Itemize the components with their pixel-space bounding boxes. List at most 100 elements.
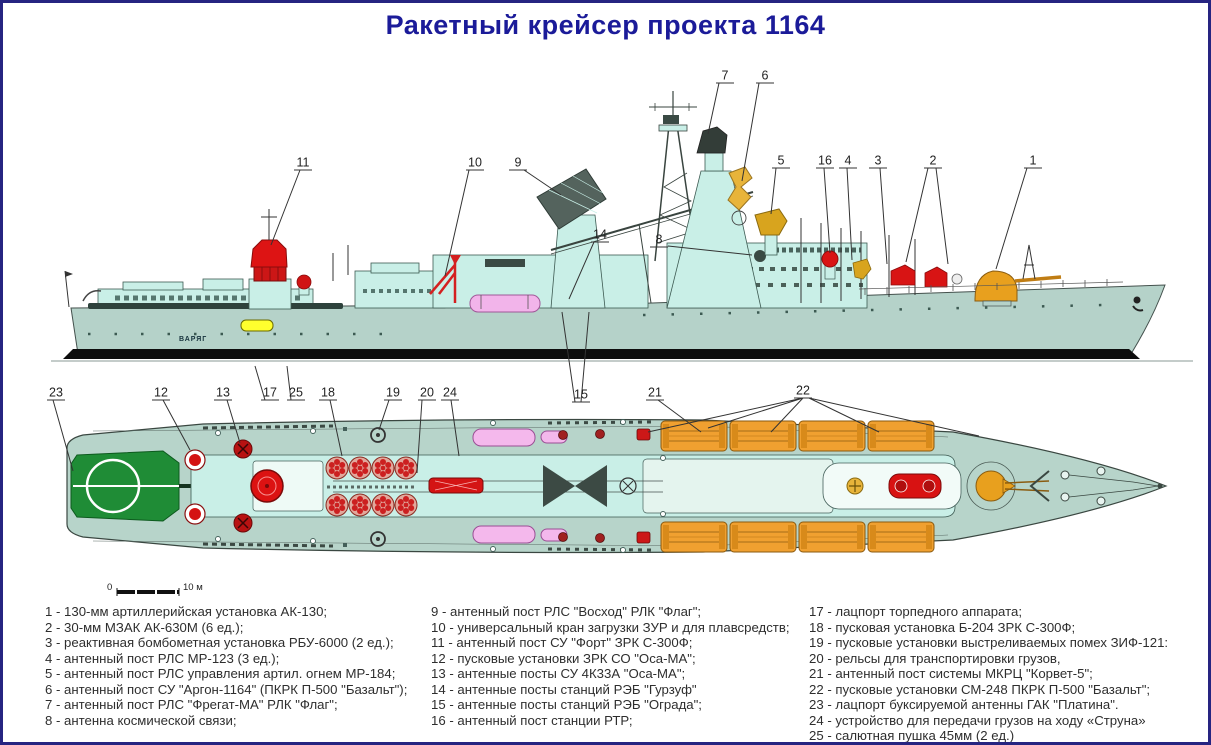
osa-launchers [184, 449, 206, 525]
legend-item: 18 - пусковая установка Б-204 ЗРК С-300Ф… [809, 619, 1076, 635]
callout-label-23: 23 [49, 385, 63, 400]
satcom-antenna [754, 250, 766, 262]
ak130-plan [966, 461, 1050, 511]
fort-dome-plan [250, 469, 284, 503]
page-title: Ракетный крейсер проекта 1164 [385, 10, 826, 40]
lifeboat-side [469, 294, 541, 313]
callout-label-6: 6 [761, 68, 769, 83]
legend-item: 21 - антенный пост системы МКРЦ "Корвет-… [809, 666, 1093, 681]
midship-superstructure [354, 254, 649, 309]
zif121-launchers [370, 427, 386, 547]
callout-label-3: 3 [874, 153, 882, 168]
callout-label-19: 19 [386, 385, 400, 400]
callout-label-9: 9 [514, 155, 522, 170]
funnel-intakes [543, 465, 637, 507]
callout-label-2: 2 [929, 153, 937, 168]
legend-item: 19 - пусковые установки выстреливаемых п… [809, 635, 1169, 650]
anchor [1132, 296, 1144, 312]
legend-item: 17 - лацпорт торпедного аппарата; [809, 604, 1022, 619]
hull-yellow-marking [240, 319, 274, 332]
scale-ten-label: 10 м [183, 582, 203, 593]
deck-fittings [215, 419, 666, 553]
legend-column-2: 9 - антенный пост РЛС "Восход" РЛК "Флаг… [431, 604, 790, 728]
leader-lines [47, 82, 1042, 474]
boot-stripe [63, 349, 1140, 359]
ship-name: ВАРЯГ [179, 336, 208, 343]
callout-label-7: 7 [721, 68, 729, 83]
ship-plan-view [66, 418, 1168, 554]
callout-label-13: 13 [216, 385, 230, 400]
legend-item: 24 - устройство для передачи грузов на х… [809, 712, 1146, 728]
legend-item: 9 - антенный пост РЛС "Восход" РЛК "Флаг… [431, 604, 702, 619]
legend-item: 12 - пусковые установки ЗРК СО "Оса-МА"; [431, 650, 696, 666]
callout-label-22: 22 [796, 383, 810, 398]
legend-column-3: 17 - лацпорт торпедного аппарата;18 - пу… [809, 604, 1169, 743]
callout-label-15: 15 [574, 387, 588, 402]
callout-label-20: 20 [420, 385, 434, 400]
mr184-director [754, 208, 788, 256]
bow-deck-gear [1029, 466, 1163, 506]
portholes-fwd [642, 303, 1104, 317]
ship-diagram [47, 82, 1193, 596]
scale-zero-label: 0 [107, 582, 113, 593]
gold-director-plan [846, 477, 864, 495]
deck-fittings-row [202, 424, 334, 430]
helipad [70, 450, 180, 522]
callout-label-14: 14 [593, 227, 607, 242]
forecastle-railing [858, 279, 1124, 295]
callout-label-1: 1 [1029, 153, 1037, 168]
cargo-rails [333, 480, 663, 493]
legend-item: 2 - 30-мм МЗАК АК-630М (6 ед.); [45, 619, 244, 635]
legend-item: 7 - антенный пост РЛС "Фрегат-МА" РЛК "Ф… [45, 697, 338, 712]
whip-antennas [800, 218, 916, 303]
legend-item: 11 - антенный пост СУ "Форт" ЗРК С-300Ф; [431, 635, 693, 650]
legend-item: 10 - универсальный кран загрузки ЗУР и д… [431, 619, 790, 635]
plan-deckhouse-fwd [642, 458, 834, 514]
callout-label-4: 4 [844, 153, 852, 168]
legend-item: 13 - антенные посты СУ 4К33А "Оса-МА"; [431, 666, 686, 681]
callout-label-17: 17 [263, 385, 277, 400]
callout-label-11: 11 [296, 155, 310, 170]
osa-control-domes [233, 439, 253, 533]
legend-column-1: 1 - 130-мм артиллерийская установка АК-1… [45, 604, 407, 728]
legend-item: 4 - антенный пост РЛС МР-123 (3 ед.); [45, 650, 280, 666]
legend-item: 3 - реактивная бомбометная установка РБУ… [45, 635, 394, 650]
legend-item: 25 - салютная пушка 45мм (2 ед.) [809, 728, 1015, 743]
legend-item: 20 - рельсы для транспортировки грузов, [809, 650, 1061, 666]
callout-label-12: 12 [154, 385, 168, 400]
deck-fittings-row [202, 542, 334, 548]
rbu-plan [888, 473, 942, 499]
legend-item: 23 - лацпорт буксируемой антенны ГАК "Пл… [809, 697, 1119, 712]
callout-label-25: 25 [289, 385, 303, 400]
legend-item: 16 - антенный пост станции РТР; [431, 712, 633, 728]
scale-bar [116, 588, 180, 596]
legend-item: 22 - пусковые установки СМ-248 ПКРК П-50… [809, 681, 1151, 697]
ak130-turret-side [974, 270, 1062, 307]
ship-side-view [51, 91, 1193, 362]
callout-label-21: 21 [648, 385, 662, 400]
stern-flagstaff [64, 270, 102, 308]
legend-item: 15 - антенные посты станций РЭБ "Ограда"… [431, 697, 702, 712]
legend-item: 5 - антенный пост РЛС управления артил. … [45, 666, 396, 681]
legend-item: 14 - антенные посты станций РЭБ "Гурзуф" [431, 681, 697, 697]
legend-item: 6 - антенный пост СУ "Аргон-1164" (ПКРК … [45, 681, 408, 697]
small-red-fittings [558, 428, 651, 544]
legend-item: 1 - 130-мм артиллерийская установка АК-1… [45, 604, 328, 619]
bow-mast [1022, 244, 1036, 280]
callout-label-5: 5 [777, 153, 785, 168]
dish-circle [731, 210, 747, 226]
callout-label-16: 16 [818, 153, 832, 168]
callout-label-24: 24 [443, 385, 457, 400]
callout-label-10: 10 [468, 155, 482, 170]
argon-antenna [727, 166, 753, 211]
ak630-rbu-mounts [852, 258, 963, 288]
crane [429, 255, 461, 303]
crane-plan [428, 477, 484, 494]
callout-label-18: 18 [321, 385, 335, 400]
callout-label-8: 8 [655, 232, 663, 247]
fort-radar-dome [248, 209, 312, 310]
boats-plan [472, 428, 568, 544]
fregat-ma-antenna [696, 126, 728, 154]
legend-item: 8 - антенна космической связи; [45, 712, 237, 728]
